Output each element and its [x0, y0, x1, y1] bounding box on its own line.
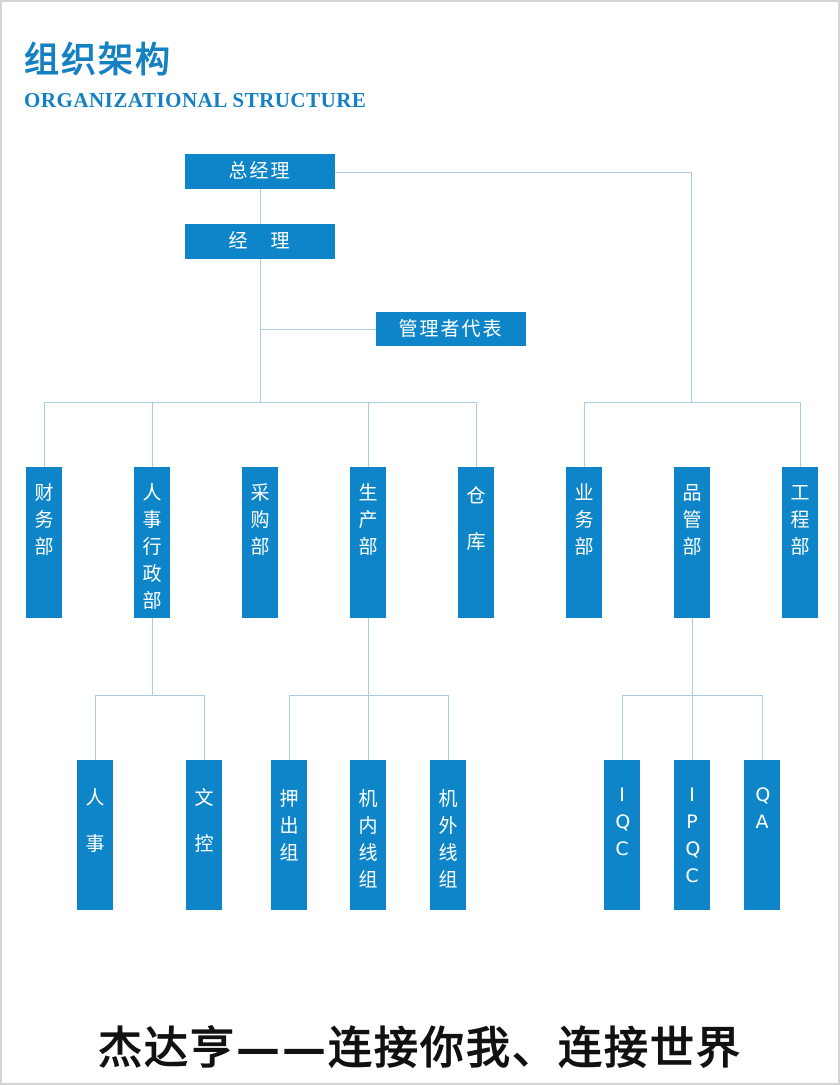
connector — [335, 172, 692, 173]
connector — [692, 618, 693, 760]
node-ipqc: IPQC — [674, 760, 710, 910]
node-internal-wire-group: 机内线组 — [350, 760, 386, 910]
node-iqc: IQC — [604, 760, 640, 910]
node-external-wire-group: 机外线组 — [430, 760, 466, 910]
node-label: IQC — [615, 784, 631, 860]
connector — [584, 402, 585, 467]
node-hr-admin-dept: 人事行政部 — [134, 467, 170, 618]
node-label: 采购部 — [250, 482, 270, 558]
connector — [289, 695, 449, 696]
node-label: 文控 — [194, 787, 214, 855]
connector — [691, 172, 692, 402]
node-label: 人事 — [85, 787, 105, 855]
node-general-manager: 总经理 — [185, 154, 335, 189]
node-label: 人事行政部 — [142, 482, 162, 612]
node-production-dept: 生产部 — [350, 467, 386, 618]
node-engineering-dept: 工程部 — [782, 467, 818, 618]
connector — [584, 402, 801, 403]
node-quality-dept: 品管部 — [674, 467, 710, 618]
connector — [95, 695, 205, 696]
connector — [368, 402, 369, 467]
node-label: 机外线组 — [438, 788, 458, 891]
node-purchasing-dept: 采购部 — [242, 467, 278, 618]
node-label: 押出组 — [279, 788, 299, 864]
connector — [260, 329, 376, 330]
connector — [448, 695, 449, 760]
connector — [622, 695, 763, 696]
connector — [622, 695, 623, 760]
node-sales-dept: 业务部 — [566, 467, 602, 618]
connector — [289, 695, 290, 760]
connector — [95, 695, 96, 760]
connector — [152, 402, 153, 467]
connector — [368, 618, 369, 760]
node-label: 财务部 — [34, 482, 54, 558]
node-label: 业务部 — [574, 482, 594, 558]
node-warehouse: 仓库 — [458, 467, 494, 618]
node-label: 工程部 — [790, 482, 810, 558]
node-management-representative: 管理者代表 — [376, 312, 526, 346]
node-qa: QA — [744, 760, 780, 910]
node-label: 机内线组 — [358, 788, 378, 891]
node-personnel: 人事 — [77, 760, 113, 910]
node-extrusion-group: 押出组 — [271, 760, 307, 910]
connector — [204, 695, 205, 760]
connector — [44, 402, 477, 403]
page-title: 组织架构 — [24, 40, 173, 81]
node-label: QA — [755, 784, 771, 833]
connector — [762, 695, 763, 760]
connector — [800, 402, 801, 467]
node-finance-dept: 财务部 — [26, 467, 62, 618]
node-label: 生产部 — [358, 482, 378, 558]
connector — [44, 402, 45, 467]
page-subtitle: ORGANIZATIONAL STRUCTURE — [24, 88, 367, 112]
company-slogan: 杰达亨——连接你我、连接世界 — [98, 1023, 742, 1074]
node-label: IPQC — [685, 784, 701, 887]
connector — [476, 402, 477, 467]
node-manager: 经 理 — [185, 224, 335, 259]
connector — [260, 189, 261, 402]
connector — [152, 618, 153, 695]
node-label: 品管部 — [682, 482, 702, 558]
node-document-control: 文控 — [186, 760, 222, 910]
node-label: 仓库 — [466, 485, 486, 553]
